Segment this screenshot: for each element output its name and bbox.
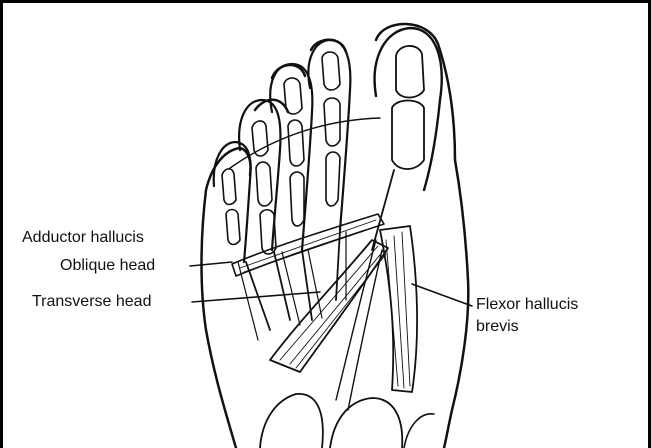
second-toe xyxy=(308,40,350,230)
leader-flexor xyxy=(412,284,472,306)
label-transverse-head: Transverse head xyxy=(32,293,151,311)
label-oblique-head: Oblique head xyxy=(60,257,155,275)
adductor-transverse-head xyxy=(232,214,384,276)
great-toe xyxy=(375,28,442,190)
label-adductor-hallucis: Adductor hallucis xyxy=(22,229,144,247)
tarsal-bones xyxy=(260,394,323,448)
leader-oblique-head xyxy=(190,262,232,266)
foot-outline xyxy=(202,24,469,448)
third-toe xyxy=(270,64,312,250)
label-flexor-hallucis-brevis-line2: brevis xyxy=(476,318,519,336)
leader-transverse-head xyxy=(192,292,320,302)
label-flexor-hallucis-brevis-line1: Flexor hallucis xyxy=(476,296,578,314)
